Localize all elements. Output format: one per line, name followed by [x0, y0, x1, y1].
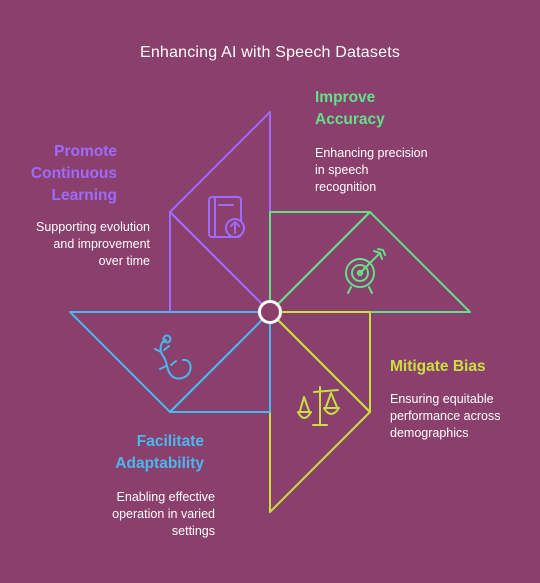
lizard-icon — [154, 334, 192, 380]
center-ring — [258, 300, 282, 324]
accuracy-heading-line: Improve — [315, 89, 376, 106]
bias-heading: Mitigate Bias — [390, 356, 486, 378]
promote-heading: Promote Continuous Learning — [31, 141, 117, 207]
lime-blade-body — [269, 311, 371, 413]
bias-heading-line: Mitigate Bias — [390, 358, 486, 375]
diagram-title: Enhancing AI with Speech Datasets — [139, 44, 401, 61]
adaptability-heading: Facilitate Adaptability — [115, 431, 204, 475]
promote-heading-line: Promote — [54, 143, 117, 160]
adaptability-description: Enabling effective operation in varied s… — [112, 489, 215, 540]
accuracy-desc-line: in speech — [315, 163, 369, 177]
adaptability-desc-line: operation in varied — [112, 507, 215, 521]
bias-desc-line: performance across — [390, 409, 501, 423]
purple-blade — [169, 111, 271, 313]
bias-desc-line: demographics — [390, 426, 469, 440]
promote-description: Supporting evolution and improvement ove… — [36, 219, 150, 270]
adaptability-desc-line: Enabling effective — [116, 490, 215, 504]
blue-blade-body — [169, 311, 271, 413]
promote-heading-line: Continuous — [30, 165, 117, 182]
accuracy-heading: Improve Accuracy — [315, 87, 385, 131]
bias-desc-line: Ensuring equitable — [390, 392, 494, 406]
promote-desc-line: and improvement — [53, 237, 150, 251]
bias-description: Ensuring equitable performance across de… — [390, 391, 500, 442]
accuracy-description: Enhancing precision in speech recognitio… — [315, 145, 428, 196]
purple-blade-body — [169, 211, 271, 313]
book-upload-icon — [208, 196, 245, 238]
promote-desc-line: Supporting evolution — [36, 220, 150, 234]
blue-blade-triangle — [69, 311, 271, 413]
adaptability-heading-line: Adaptability — [115, 455, 204, 472]
adaptability-heading-line: Facilitate — [136, 433, 204, 450]
promote-desc-line: over time — [98, 254, 150, 268]
green-blade-body — [269, 211, 371, 313]
accuracy-heading-line: Accuracy — [315, 111, 385, 128]
accuracy-desc-line: Enhancing precision — [315, 146, 428, 160]
promote-heading-line: Learning — [51, 187, 117, 204]
scales-icon — [297, 386, 340, 426]
accuracy-desc-line: recognition — [315, 180, 377, 194]
target-icon — [345, 248, 386, 294]
blue-blade — [69, 311, 271, 413]
purple-blade-triangle — [169, 111, 271, 313]
adaptability-desc-line: settings — [171, 524, 215, 538]
